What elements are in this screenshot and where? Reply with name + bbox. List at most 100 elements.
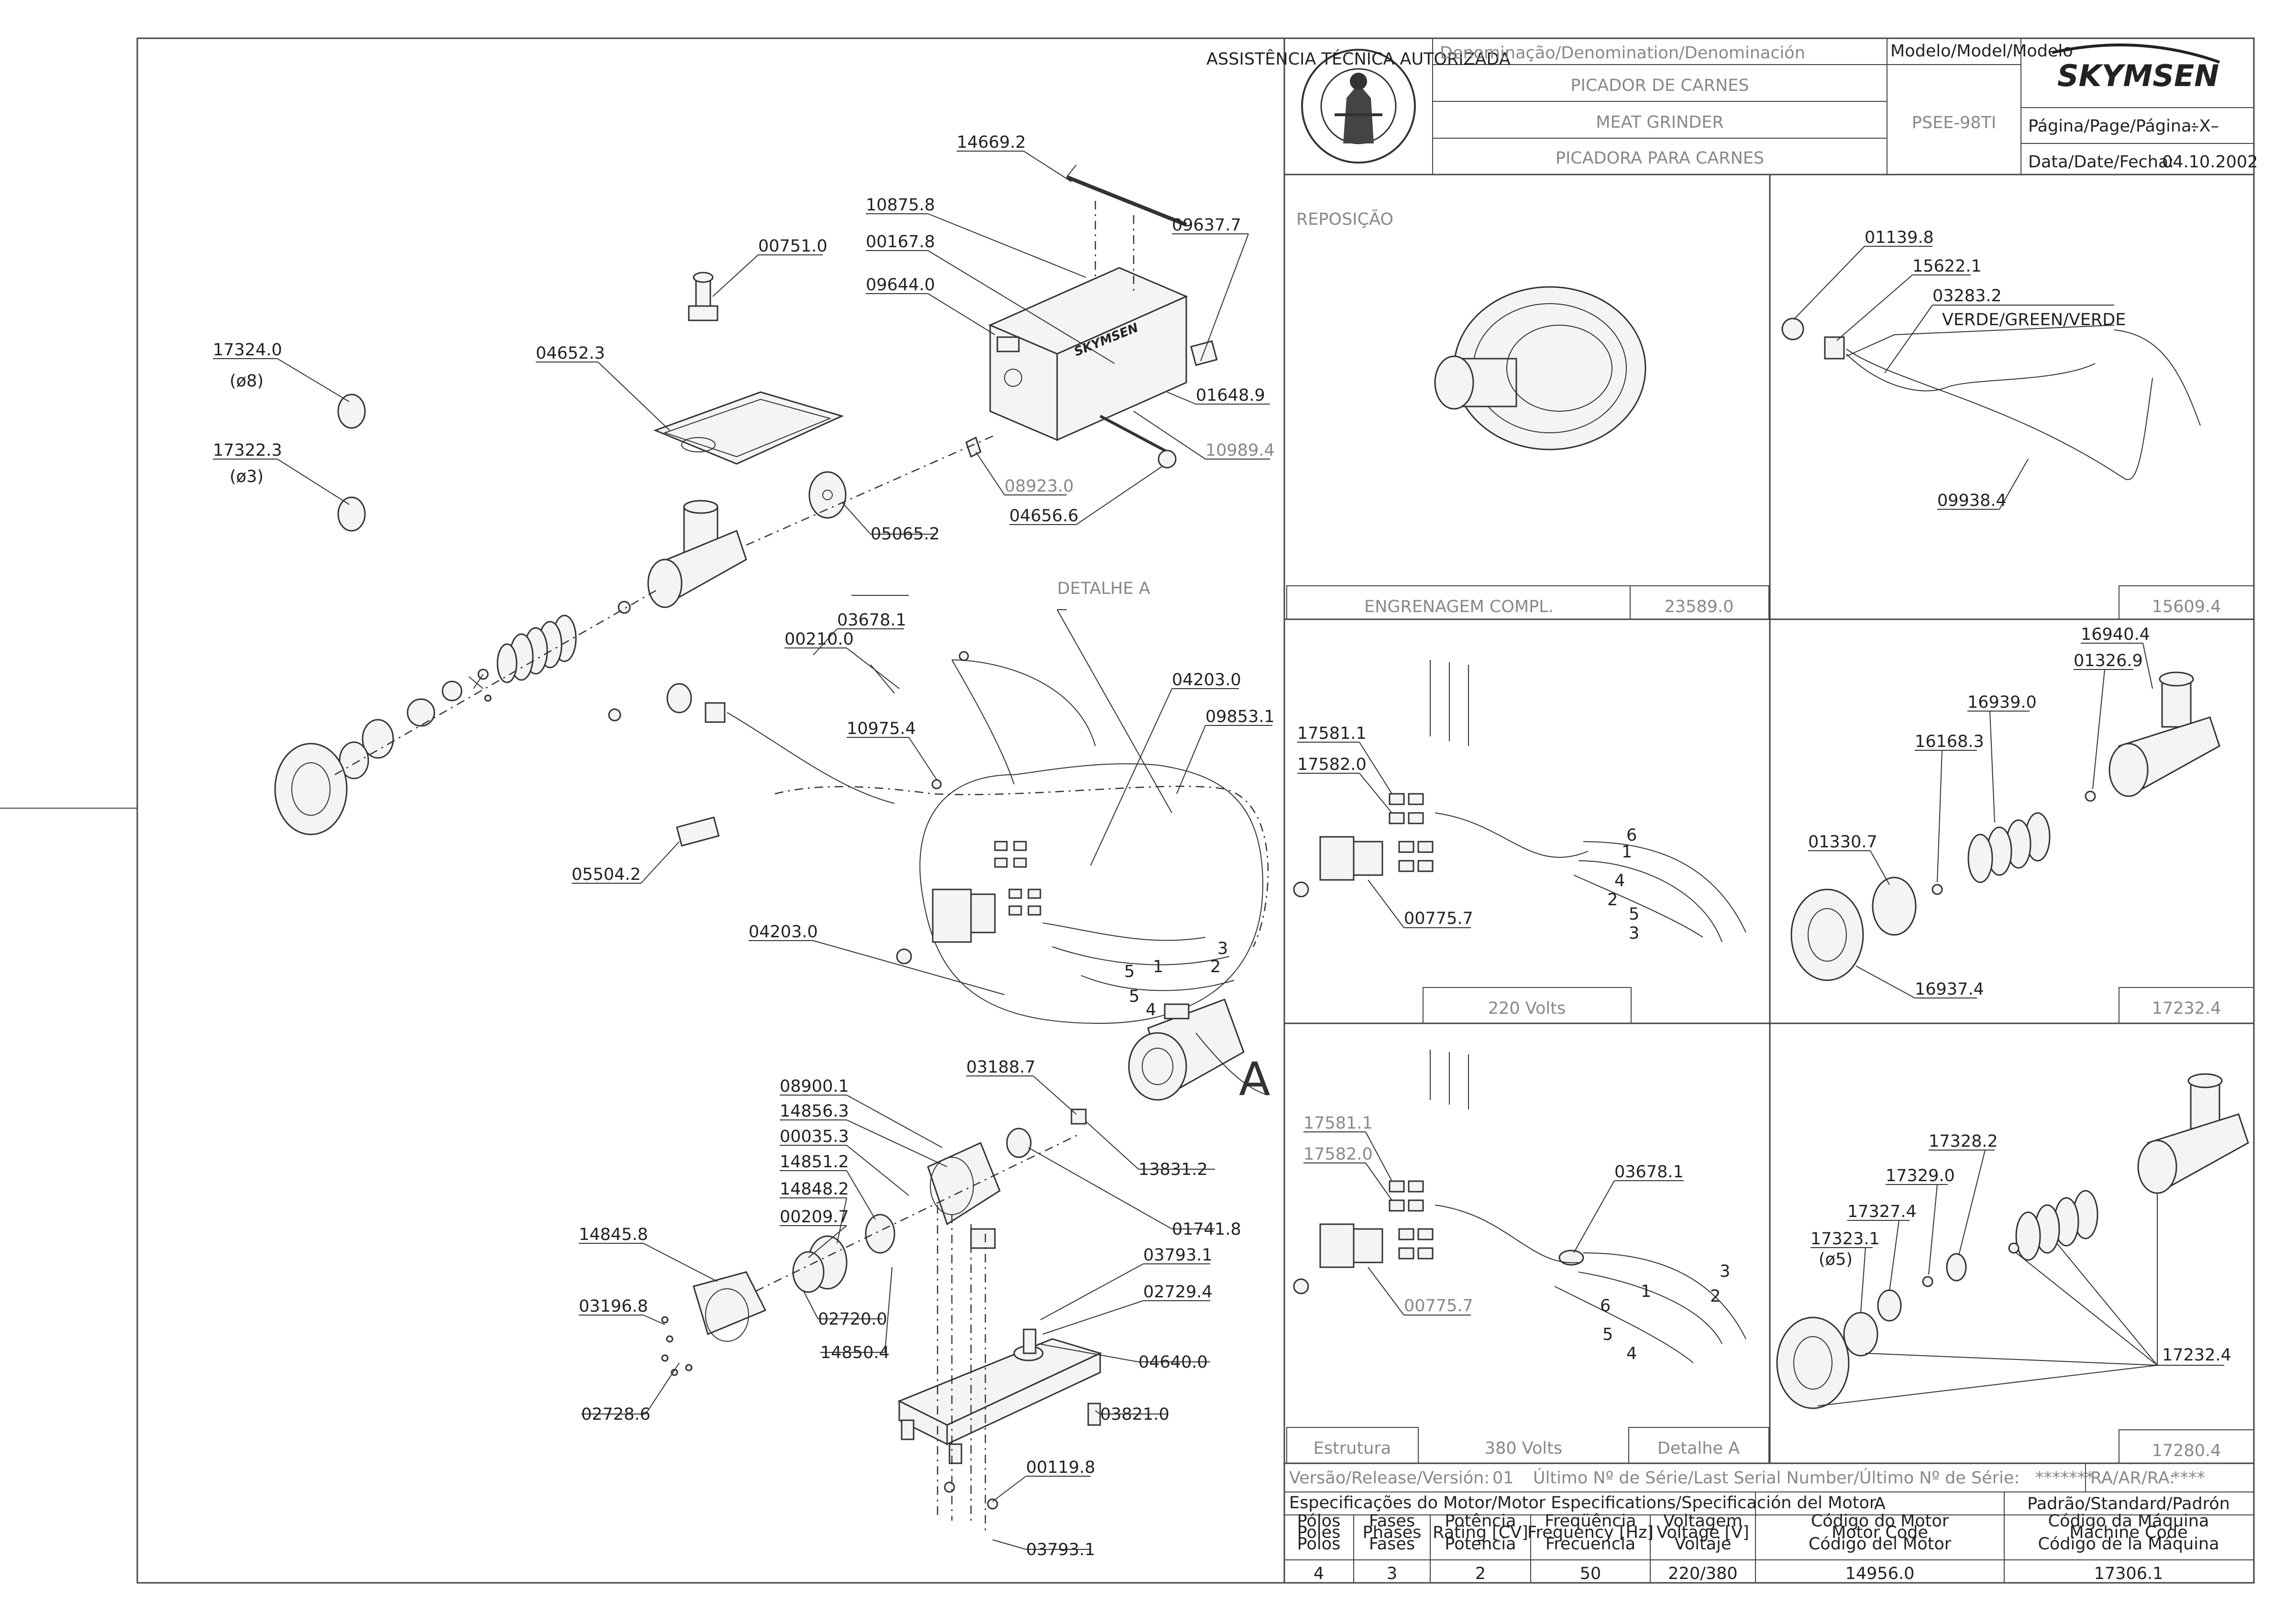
serial-label: Último Nº de Série/Last Serial Number/Úl… [1533, 1468, 2020, 1488]
col-machine-code-pt: Código da Máquina [2048, 1512, 2209, 1531]
label-14856-3: 14856.3 [780, 1102, 849, 1121]
grinder-head [647, 500, 747, 608]
frequency-value: 50 [1580, 1564, 1601, 1583]
label-00751-0: 00751.0 [758, 237, 828, 256]
detail-wire-5b: 5 [1129, 987, 1139, 1006]
p220-wire-5: 5 [1629, 905, 1639, 924]
reposicao-caption: ENGRENAGEM COMPL. [1364, 597, 1554, 616]
release-value: 01 [1492, 1469, 1514, 1488]
label-14845-8: 14845.8 [579, 1225, 648, 1244]
gear-assembly [1434, 286, 1646, 450]
screw-worm [1967, 812, 2051, 883]
seal-text: ASSISTÊNCIA TÉCNICA AUTORIZADA [1206, 49, 1511, 69]
p15609-code: 15609.4 [2152, 597, 2221, 616]
label-00209-7: 00209.7 [780, 1207, 849, 1227]
motor-code-header: A [1874, 1494, 1886, 1513]
p380-wire-2: 2 [1710, 1287, 1721, 1306]
panels-grid [1283, 175, 2254, 1583]
label-03678-1: 03678.1 [837, 611, 906, 630]
p17232-code: 17232.4 [2152, 999, 2221, 1018]
col-frequency: Freqüência Frequency [Hz] Frecuencia 50 [1527, 1512, 1654, 1583]
reposicao-code: 23589.0 [1665, 597, 1734, 616]
detail-wire-5a: 5 [1124, 962, 1135, 981]
phases-value: 3 [1387, 1564, 1397, 1583]
motor-housing: SKYMSEN [988, 267, 1188, 441]
p220-wire-1: 1 [1622, 843, 1632, 862]
col-poles-pt: Pólos [1297, 1512, 1341, 1531]
p380-wire-6: 6 [1600, 1296, 1611, 1316]
label-02728-6: 02728.6 [581, 1405, 651, 1424]
p220-wire-3: 3 [1629, 924, 1639, 943]
motor-spec-label: Especificações do Motor/Motor Especifica… [1289, 1493, 1877, 1513]
detail-wire-1: 1 [1153, 957, 1163, 976]
label-14851-2: 14851.2 [780, 1152, 849, 1172]
col-frequency-pt: Freqüência [1545, 1512, 1636, 1531]
brand-logo: SKYMSEN [2057, 58, 2219, 93]
feed-screw [497, 614, 577, 683]
label-01139-8: 01139.8 [1865, 228, 1934, 247]
p17280-label-17232: 17232.4 [2162, 1346, 2231, 1365]
col-machine-code-en: Machine Code [2069, 1523, 2187, 1542]
label-03188-7: 03188.7 [966, 1058, 1036, 1077]
label-10975-4: 10975.4 [847, 719, 916, 738]
col-poles-es: Polos [1297, 1535, 1341, 1554]
panel-17232: 16940.4 01326.9 16939.0 16168.3 01330.7 … [1790, 625, 2254, 1024]
date-value: 04.10.2002 [2162, 153, 2258, 172]
label-05504-2: 05504.2 [572, 865, 641, 884]
p17232-label-01326: 01326.9 [2074, 651, 2143, 670]
model-value: PSEE-98TI [1912, 113, 1996, 132]
name-es: PICADORA PARA CARNES [1556, 149, 1764, 168]
label-17322-3: 17322.3 [213, 441, 282, 460]
label-08923-0: 08923.0 [1004, 477, 1074, 496]
detail-wire-4: 4 [1146, 1000, 1156, 1020]
label-14848-2: 14848.2 [780, 1180, 849, 1199]
col-machine-code: Código da Máquina Machine Code Código de… [2038, 1512, 2219, 1583]
title-block: ASSISTÊNCIA TÉCNICA AUTORIZADA Denominaç… [1206, 37, 2258, 175]
panel-220-volts: 17581.1 17582.0 00775.7 6 1 4 2 5 3 220 … [1293, 660, 1746, 1024]
col-rating-pt: Potência [1445, 1512, 1516, 1531]
standard-header: Padrão/Standard/Padrón [2027, 1494, 2230, 1513]
p380-label-17582: 17582.0 [1303, 1145, 1373, 1164]
date-label: Data/Date/Fecha: [2028, 153, 2174, 172]
label-05065-2: 05065.2 [871, 525, 940, 544]
label-15622-1: 15622.1 [1912, 257, 1982, 276]
col-phases: Fases Phases Fases 3 [1363, 1512, 1422, 1583]
label-03793-1-a: 03793.1 [1143, 1246, 1213, 1265]
label-14850-4: 14850.4 [820, 1343, 890, 1362]
p380-wire-5: 5 [1602, 1325, 1613, 1344]
terminal-block-380 [1389, 1180, 1434, 1260]
detail-wire-2: 2 [1210, 957, 1221, 976]
p380-label-17581: 17581.1 [1303, 1114, 1373, 1133]
label-09644-0: 09644.0 [866, 275, 935, 295]
p17232-label-16939: 16939.0 [1967, 693, 2037, 712]
col-motor-code-es: Código del Motor [1809, 1535, 1952, 1554]
ra-label: RA/AR/RA: [2090, 1469, 2175, 1488]
name-pt: PICADOR DE CARNES [1570, 76, 1749, 95]
leader-lines [213, 151, 1272, 1550]
motor-code-value: 14956.0 [1845, 1564, 1915, 1583]
col-rating-en: Rating [CV] [1433, 1523, 1528, 1542]
col-frequency-en: Frequency [Hz] [1527, 1523, 1654, 1542]
page-label: Página/Page/Página: [2028, 117, 2197, 136]
col-motor-code-en: Motor Code [1832, 1523, 1928, 1542]
label-03196-8: 03196.8 [579, 1297, 648, 1316]
p17232-label-16940: 16940.4 [2081, 625, 2150, 644]
label-o8: (ø8) [230, 372, 264, 391]
panel-15609: 01139.8 15622.1 03283.2 VERDE/GREEN/VERD… [1781, 228, 2254, 620]
label-08900-1: 08900.1 [780, 1077, 849, 1096]
poles-value: 4 [1314, 1564, 1324, 1583]
col-voltage-pt: Voltagem [1663, 1512, 1742, 1531]
voltage-value: 220/380 [1668, 1564, 1737, 1583]
p17280-label-17323: 17323.1 [1810, 1229, 1880, 1249]
p17280-code: 17280.4 [2152, 1441, 2221, 1460]
release-label: Versão/Release/Versión: [1289, 1469, 1490, 1488]
panel-17280: 17328.2 17329.0 17327.4 17323.1 (ø5) 172… [1776, 1073, 2254, 1464]
p220-label-17582: 17582.0 [1297, 755, 1367, 774]
label-14669-2: 14669.2 [957, 133, 1026, 152]
base-plate [897, 1328, 1103, 1446]
rating-value: 2 [1475, 1564, 1486, 1583]
detail-a-title: DETALHE A [1057, 579, 1150, 598]
label-03793-1-b: 03793.1 [1026, 1540, 1095, 1559]
label-00167-8: 00167.8 [866, 232, 935, 252]
